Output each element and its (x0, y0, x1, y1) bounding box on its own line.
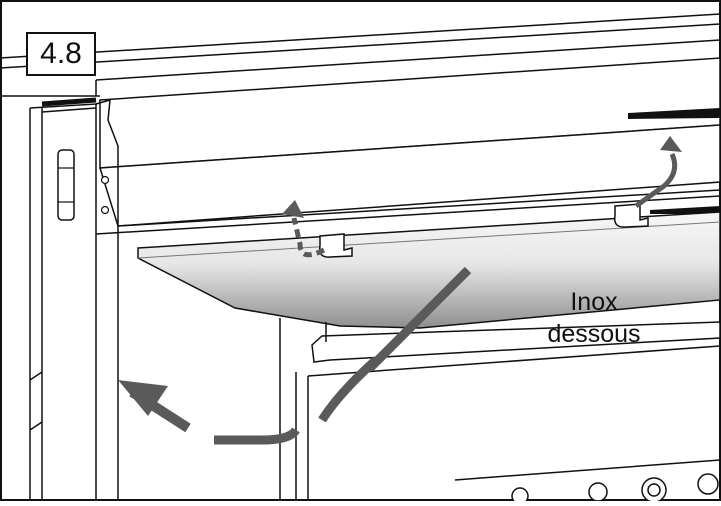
callout-label-dessous: dessous (547, 320, 641, 348)
hinge-icon (57, 149, 110, 221)
callout-label-inox: Inox (570, 288, 618, 316)
clip-icon (318, 203, 649, 258)
curved-arrow-icon (118, 266, 472, 445)
knob-icon (511, 473, 719, 505)
step-number: 4.8 (40, 37, 82, 70)
upper-panel (95, 57, 721, 235)
side-column (29, 97, 119, 500)
step-number-box: 4.8 (26, 32, 96, 76)
lower-cabinet (279, 318, 721, 500)
dashed-arrow-icon (282, 136, 682, 258)
inox-panel (137, 211, 721, 329)
cabinet-top (0, 13, 721, 97)
